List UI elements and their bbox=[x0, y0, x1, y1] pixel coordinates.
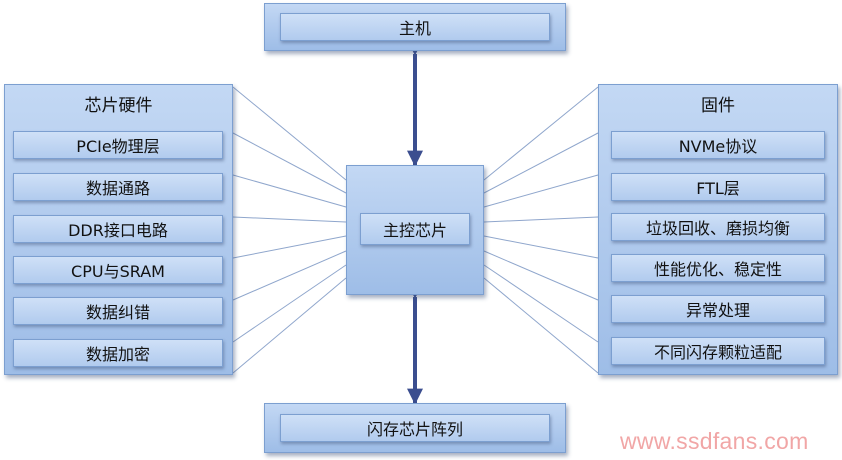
flash-array-label: 闪存芯片阵列 bbox=[280, 414, 550, 442]
connector-line bbox=[232, 86, 347, 181]
firmware-item: 性能优化、稳定性 bbox=[611, 254, 825, 282]
firmware-item: 异常处理 bbox=[611, 295, 825, 323]
firmware-item: 垃圾回收、磨损均衡 bbox=[611, 213, 825, 241]
flash-array-block: 闪存芯片阵列 bbox=[264, 403, 566, 453]
controller-block: 主控芯片 bbox=[346, 165, 484, 295]
hardware-item: PCIe物理层 bbox=[13, 131, 223, 159]
connector-line bbox=[232, 132, 347, 194]
connector-line bbox=[483, 250, 599, 301]
host-label: 主机 bbox=[280, 13, 550, 41]
hardware-item: 数据纠错 bbox=[13, 297, 223, 325]
firmware-item: FTL层 bbox=[611, 173, 825, 201]
hardware-item: DDR接口电路 bbox=[13, 215, 223, 243]
firmware-item: NVMe协议 bbox=[611, 131, 825, 159]
watermark-text: www.ssdfans.com bbox=[620, 428, 809, 454]
hardware-item: CPU与SRAM bbox=[13, 256, 223, 284]
connector-line bbox=[483, 264, 599, 343]
connector-line bbox=[483, 235, 599, 259]
hardware-item: 数据通路 bbox=[13, 173, 223, 201]
connector-line bbox=[232, 264, 347, 343]
connector-line bbox=[483, 174, 599, 208]
hardware-item: 数据加密 bbox=[13, 339, 223, 367]
chip-hardware-title: 芯片硬件 bbox=[84, 96, 153, 116]
connector-line bbox=[232, 277, 347, 374]
firmware-title: 固件 bbox=[701, 96, 735, 116]
connector-line bbox=[232, 216, 347, 223]
controller-label: 主控芯片 bbox=[360, 213, 470, 245]
connector-line bbox=[483, 277, 599, 374]
connector-line bbox=[483, 216, 599, 223]
connector-line bbox=[483, 132, 599, 194]
chip-hardware-panel: 芯片硬件 PCIe物理层 数据通路 DDR接口电路 CPU与SRAM 数据纠错 … bbox=[4, 84, 233, 375]
connector-line bbox=[232, 174, 347, 208]
connector-line bbox=[232, 250, 347, 301]
connector-line bbox=[232, 235, 347, 259]
connector-line bbox=[483, 86, 599, 181]
host-block: 主机 bbox=[264, 3, 566, 51]
firmware-panel: 固件 NVMe协议 FTL层 垃圾回收、磨损均衡 性能优化、稳定性 异常处理 不… bbox=[598, 84, 838, 375]
firmware-item: 不同闪存颗粒适配 bbox=[611, 337, 825, 365]
